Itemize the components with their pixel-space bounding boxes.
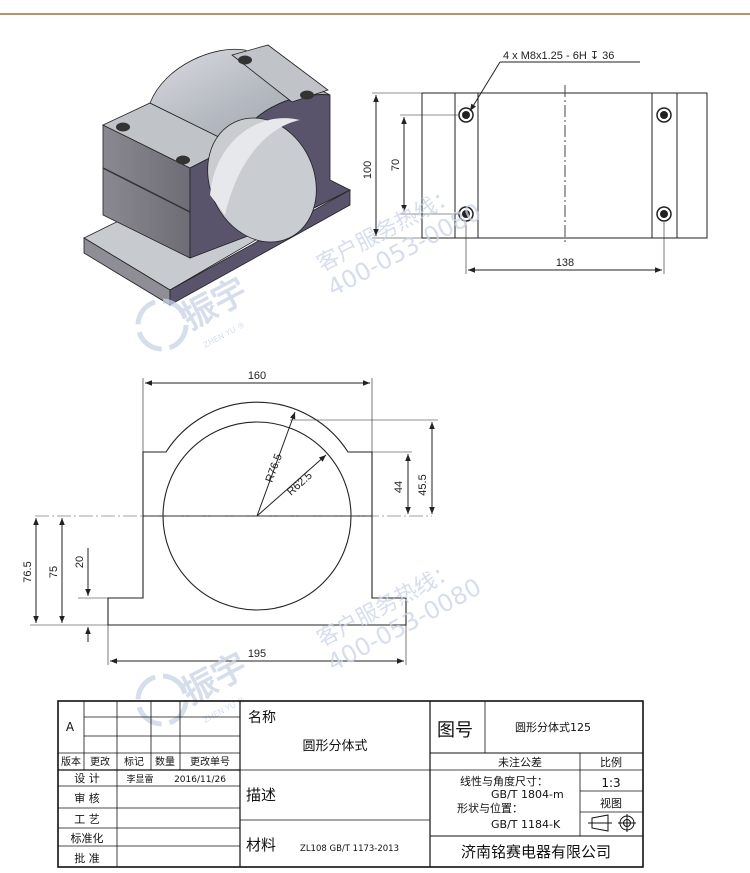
dim-138-label: 138 [556, 257, 574, 269]
design-date: 2016/11/26 [174, 775, 226, 785]
iso-hole-icon [238, 55, 252, 65]
linear-label: 线性与角度尺寸： [460, 774, 548, 788]
dim-100-label: 100 [362, 161, 374, 179]
col-change: 更改 [90, 755, 110, 768]
dim-44-label: 44 [393, 481, 405, 493]
form-label: 形状与位置： [457, 801, 523, 815]
col-change-no: 更改单号 [190, 755, 230, 768]
hole-icon [462, 111, 470, 119]
material-label: 材料 [246, 836, 276, 854]
material-value: ZL108 GB/T 1173-2013 [300, 844, 399, 854]
row-review: 审 核 [74, 791, 100, 805]
name-value: 圆形分体式 [302, 739, 367, 754]
row-process: 工 艺 [74, 813, 100, 826]
radius-inner [256, 454, 327, 517]
title-block-text: A 版本 更改 标记 数量 更改单号 设 计 李显雷 2016/11/26 审 … [61, 710, 636, 865]
iso-right-pad [231, 44, 329, 103]
col-version: 版本 [61, 755, 81, 768]
front-outline [107, 401, 407, 626]
row-design: 设 计 [74, 772, 100, 785]
drawing-no-label: 图号 [437, 720, 473, 741]
iso-split-line [102, 167, 191, 213]
r-outer-label: R76.5 [264, 452, 285, 484]
thread-callout: 4 x M8x1.25 - 6H ↧ 36 [503, 50, 614, 62]
dim-195-label: 195 [248, 648, 266, 660]
form-std: GB/T 1184-K [491, 818, 561, 831]
hole-icon [656, 206, 672, 222]
iso-hole-icon [116, 122, 130, 132]
rev-letter: A [66, 720, 75, 734]
iso-bore-inner [210, 118, 300, 215]
title-block-frame [57, 700, 644, 868]
dim-76-5-label: 76.5 [22, 561, 34, 582]
iso-hole-icon [300, 90, 314, 100]
iso-hole-icon [176, 155, 190, 165]
dim-70-label: 70 [390, 159, 402, 171]
dim-20-label: 20 [74, 556, 86, 568]
callout-leader [469, 61, 501, 112]
isometric-view [83, 44, 351, 306]
dim-45-5-label: 45.5 [417, 474, 429, 495]
top-holes [458, 107, 672, 222]
tolerance-label: 未注公差 [498, 755, 542, 769]
view-label: 视图 [600, 796, 622, 810]
title-block [57, 700, 644, 868]
dim-75-label: 75 [48, 566, 60, 578]
hole-icon [656, 107, 672, 123]
designer: 李显雷 [126, 773, 153, 785]
watermark-logo-icon [135, 673, 189, 727]
linear-std: GB/T 1804-m [491, 788, 564, 801]
hole-icon [462, 210, 470, 218]
scale-value: 1:3 [601, 776, 620, 790]
row-approve: 批 准 [74, 851, 100, 865]
col-qty: 数量 [155, 755, 175, 768]
hole-icon [660, 111, 668, 119]
top-view: 4 x M8x1.25 - 6H ↧ 36 100 70 138 [362, 50, 708, 274]
scale-label: 比例 [600, 755, 622, 769]
name-label: 名称 [248, 710, 276, 726]
desc-label: 描述 [246, 786, 276, 804]
row-standard: 标准化 [71, 831, 104, 845]
hole-icon [458, 206, 474, 222]
drawing-no-value: 圆形分体式125 [515, 720, 591, 734]
dim-160-label: 160 [248, 370, 266, 382]
company-name: 济南铭赛电器有限公司 [461, 843, 611, 861]
hole-icon [458, 107, 474, 123]
hole-icon [660, 210, 668, 218]
col-mark: 标记 [124, 756, 144, 768]
radius-outer [256, 411, 296, 517]
r-inner-label: R62.5 [285, 470, 315, 499]
watermark-logo-icon [135, 298, 189, 352]
first-angle-projection-icon [588, 814, 636, 832]
watermark-2: 振宇 ZHEN YU ® 客户服务热线： 400-053-0080 [135, 558, 486, 727]
